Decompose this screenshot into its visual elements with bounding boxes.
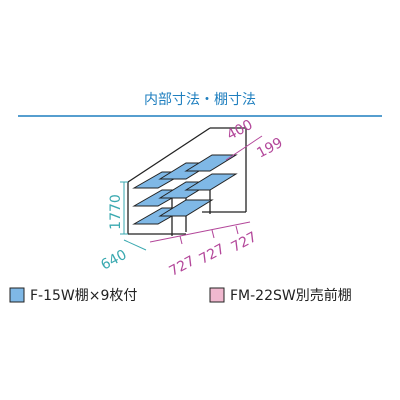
storage-frame — [127, 127, 247, 236]
shelf-top-right — [184, 154, 238, 172]
option-depth-label: 199 — [254, 135, 285, 162]
shelf-bot-mid — [158, 199, 214, 217]
legend: F-15W棚×9枚付 FM-22SW別売前棚 — [9, 287, 352, 304]
dim-lines-pink — [149, 135, 263, 245]
legend-label-shelf: F-15W棚×9枚付 — [30, 288, 137, 304]
shelf-mid-right — [184, 173, 238, 191]
dim-lines-teal — [120, 181, 147, 251]
legend-label-option: FM-22SW別売前棚 — [230, 287, 352, 304]
shelves — [132, 154, 238, 225]
shelf-depth-label: 400 — [224, 117, 255, 144]
legend-swatch-option — [209, 287, 225, 303]
width-label-2: 727 — [197, 241, 228, 268]
height-label: 1770 — [108, 194, 124, 230]
depth-label: 640 — [98, 247, 129, 274]
width-label-1: 727 — [167, 253, 198, 280]
legend-swatch-shelf — [9, 287, 25, 303]
width-label-3: 727 — [229, 229, 260, 256]
diagram-title: 内部寸法・棚寸法 — [144, 92, 256, 108]
